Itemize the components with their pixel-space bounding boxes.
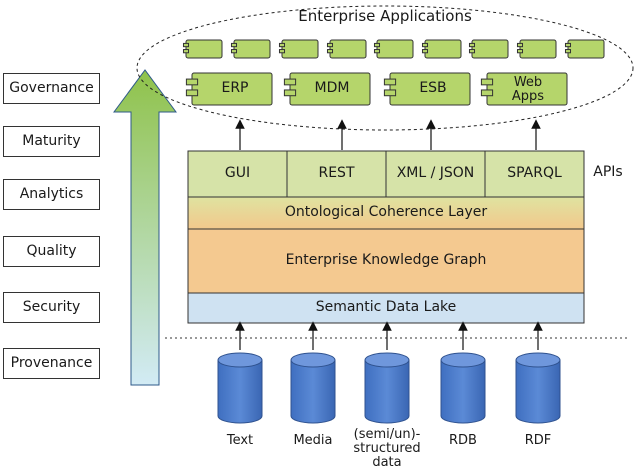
api-rest: REST: [318, 165, 355, 182]
component-icon: [326, 39, 367, 59]
side-label-quality: Quality: [3, 236, 100, 267]
apis-label: APIs: [593, 164, 623, 181]
database-cylinder: [364, 352, 410, 424]
layer-ontological-coherence: Ontological Coherence Layer: [284, 204, 488, 221]
database-cylinder: [217, 352, 263, 424]
enterprise-applications-ellipse: [136, 5, 634, 131]
diagram-title: Enterprise Applications: [298, 6, 472, 25]
component-icon: [182, 39, 223, 59]
app-label-web-apps: Web Apps: [511, 74, 545, 104]
api-sparql: SPARQL: [507, 165, 562, 182]
app-box-0: [185, 72, 273, 106]
source-label-structured-data: (semi/un)- structured data: [353, 426, 421, 471]
source-label-text: Text: [226, 432, 254, 448]
source-label-rdf: RDF: [524, 432, 552, 448]
side-label-provenance: Provenance: [3, 348, 100, 379]
component-icon: [421, 39, 462, 59]
component-icons-row: [182, 39, 605, 59]
app-box-1: [283, 72, 371, 106]
app-label-esb: ESB: [419, 80, 447, 97]
side-label-analytics: Analytics: [3, 179, 100, 210]
side-label-maturity: Maturity: [3, 126, 100, 157]
source-label-rdb: RDB: [449, 432, 477, 448]
app-boxes: [185, 72, 568, 106]
component-icon: [278, 39, 319, 59]
side-label-security: Security: [3, 292, 100, 323]
layer-semantic-data-lake: Semantic Data Lake: [315, 299, 457, 316]
api-xml-json: XML / JSON: [396, 165, 475, 182]
app-label-erp: ERP: [221, 80, 249, 97]
app-box-3: [480, 72, 568, 106]
data-source-cylinders: [217, 352, 561, 424]
side-label-governance: Governance: [3, 73, 100, 104]
component-icon: [230, 39, 271, 59]
database-cylinder: [515, 352, 561, 424]
api-gui: GUI: [224, 165, 251, 182]
app-label-mdm: MDM: [314, 80, 350, 97]
app-box-2: [383, 72, 471, 106]
component-icon: [468, 39, 509, 59]
component-icon: [516, 39, 557, 59]
source-label-media: Media: [293, 432, 333, 448]
database-cylinder: [440, 352, 486, 424]
maturity-arrow: [113, 69, 177, 386]
component-icon: [564, 39, 605, 59]
component-icon: [373, 39, 414, 59]
layer-enterprise-knowledge-graph: Enterprise Knowledge Graph: [285, 252, 487, 269]
database-cylinder: [290, 352, 336, 424]
